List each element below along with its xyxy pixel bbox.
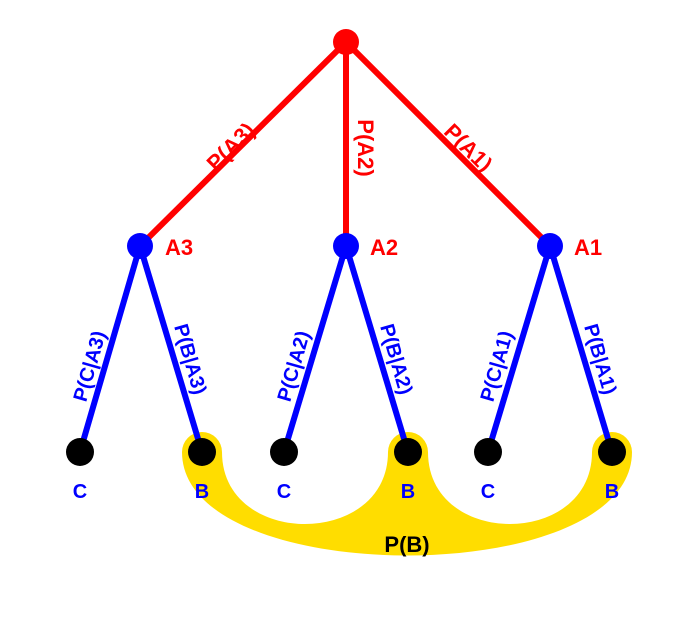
node-a2 [333,233,359,259]
branch-root-a3 [137,39,349,249]
branch-a3-b [137,245,205,453]
label-p-a2: P(A2) [353,119,378,176]
branch-root-a1 [343,39,553,249]
pb-label: P(B) [384,532,429,557]
node-a1 [537,233,563,259]
leaf-node-b-a1 [598,438,626,466]
leaf-node-b-a2 [394,438,422,466]
label-p-a3: P(A3) [202,118,260,176]
node-label-a1: A1 [574,235,602,260]
node-label-a3: A3 [165,235,193,260]
leaf-label-b-a2: B [401,481,415,503]
leaf-label-c-a3: C [73,481,87,503]
leaf-label-c-a1: C [481,481,495,503]
leaf-label-b-a3: B [195,481,209,503]
branch-a2-c [281,245,349,453]
leaf-label-c-a2: C [277,481,291,503]
leaf-label-b-a1: B [605,481,619,503]
branch-a1-b [547,245,615,453]
branch-a3-c [77,245,143,453]
node-label-a2: A2 [370,235,398,260]
branch-a2-b [343,245,411,453]
node-a3 [127,233,153,259]
branch-a1-c [485,245,553,453]
pb-highlight-band [182,432,632,556]
root-node [333,29,359,55]
leaf-node-c-a2 [270,438,298,466]
leaf-node-c-a3 [66,438,94,466]
leaf-node-b-a3 [188,438,216,466]
leaf-node-c-a1 [474,438,502,466]
